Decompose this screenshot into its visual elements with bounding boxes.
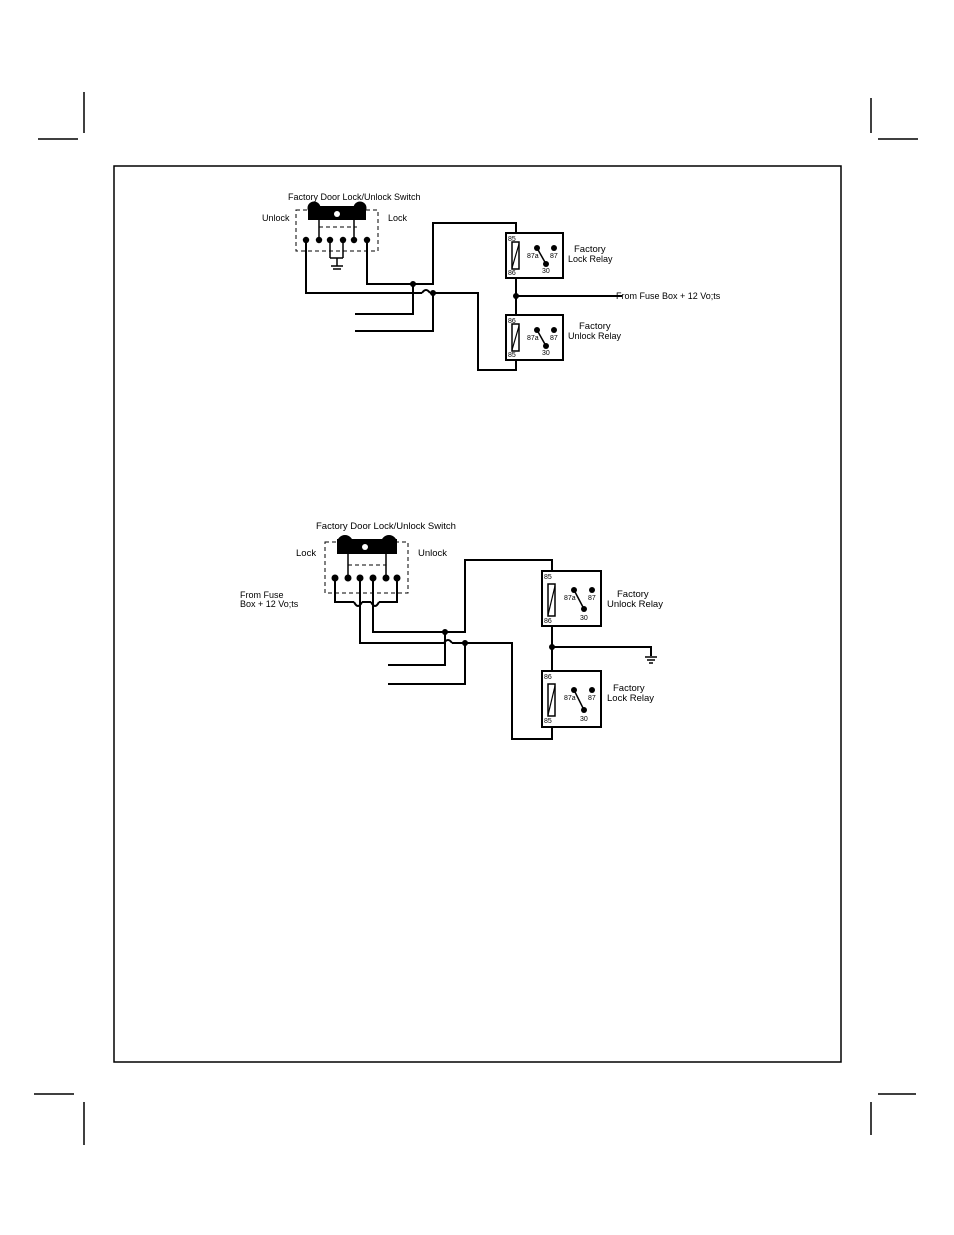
top-relay-lock: 85 86 87a 87 30 [506, 233, 563, 278]
pin-85: 85 [544, 574, 552, 581]
pin-30: 30 [542, 350, 550, 357]
pin-30: 30 [580, 615, 588, 622]
bottom-ground-icon [645, 657, 657, 663]
top-relay-lock-label-2: Lock Relay [568, 254, 613, 264]
pin-87a: 87a [564, 595, 576, 602]
pin-85: 85 [508, 236, 516, 243]
pin-86: 86 [508, 270, 516, 277]
top-relay-unlock: 86 85 87a 87 30 [506, 315, 563, 360]
top-switch-lock-label: Lock [388, 213, 408, 223]
pin-87: 87 [550, 253, 558, 260]
bottom-rocker-switch-icon [325, 535, 408, 593]
pin-86: 86 [544, 674, 552, 681]
relay-coil-icon [548, 584, 555, 616]
pin-86: 86 [508, 318, 516, 325]
pin-87: 87 [588, 695, 596, 702]
relay-coil-icon [512, 242, 519, 269]
bottom-switch-unlock-label: Unlock [418, 548, 447, 559]
top-power-label: From Fuse Box + 12 Vo;ts [616, 291, 721, 301]
pin-85: 85 [508, 352, 516, 359]
diagram-bottom: Factory Door Lock/Unlock Switch Lock Unl… [240, 521, 663, 739]
bottom-relay-lock-label-2: Lock Relay [607, 693, 654, 704]
pin-86: 86 [544, 618, 552, 625]
pin-30: 30 [542, 268, 550, 275]
top-rocker-switch-icon [296, 202, 378, 252]
bottom-relay-lock: 86 85 87a 87 30 [542, 671, 601, 727]
diagram-top: Factory Door Lock/Unlock Switch Unlock L… [262, 192, 721, 370]
pin-87a: 87a [527, 335, 539, 342]
pin-87: 87 [588, 595, 596, 602]
top-ground-icon [330, 240, 343, 269]
relay-coil-icon [512, 324, 519, 351]
pin-30: 30 [580, 716, 588, 723]
relay-coil-icon [548, 684, 555, 716]
bottom-power-label-2: Box + 12 Vo;ts [240, 599, 299, 609]
bottom-switch-lock-label: Lock [296, 548, 316, 559]
bottom-relay-unlock: 85 86 87a 87 30 [542, 571, 601, 626]
pin-87a: 87a [527, 253, 539, 260]
pin-85: 85 [544, 718, 552, 725]
bottom-relay-unlock-label-2: Unlock Relay [607, 599, 663, 610]
pin-87a: 87a [564, 695, 576, 702]
bottom-switch-title: Factory Door Lock/Unlock Switch [316, 521, 456, 532]
crop-marks [34, 92, 918, 1145]
pin-87: 87 [550, 335, 558, 342]
top-switch-title: Factory Door Lock/Unlock Switch [288, 192, 421, 202]
top-switch-unlock-label: Unlock [262, 213, 290, 223]
top-relay-unlock-label-2: Unlock Relay [568, 331, 622, 341]
bottom-wiring [335, 560, 651, 739]
